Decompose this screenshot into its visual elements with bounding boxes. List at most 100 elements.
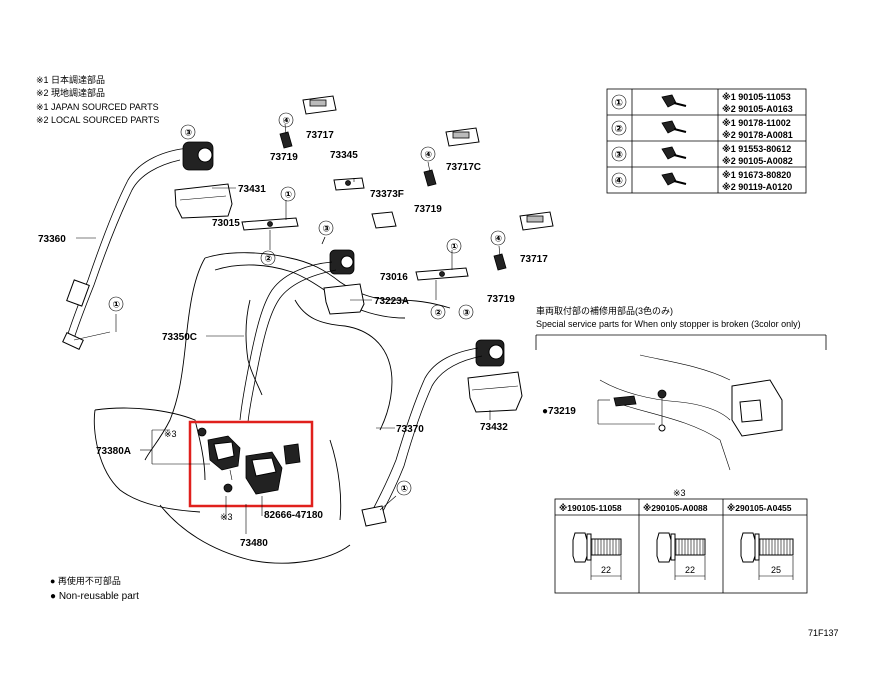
- figure-id: 71F137: [808, 628, 839, 638]
- callout-number: ①: [401, 484, 409, 494]
- clip-73719-c: [493, 245, 507, 271]
- legend-en: ● Non-reusable part: [50, 591, 139, 602]
- cover-73432: [467, 371, 523, 413]
- note-en2: ※2 LOCAL SOURCED PARTS: [36, 115, 159, 125]
- seat-belt-73370: [361, 339, 505, 527]
- fastener-key-circle: [611, 94, 627, 110]
- fastener-key-circle: [611, 172, 627, 188]
- part-label-73345: 73345: [330, 150, 358, 161]
- part-label-73717c: 73717C: [446, 162, 481, 173]
- button-73717-b: [519, 211, 554, 231]
- part-label-73431: 73431: [238, 184, 266, 195]
- bolt-shank-icon: [673, 128, 687, 133]
- part-label-73380a: 73380A: [96, 446, 131, 457]
- callout-circle: [180, 124, 196, 140]
- bolt-head-icon: [656, 532, 672, 563]
- part-label-73717a: 73717: [306, 130, 334, 141]
- callout-circle: [108, 296, 124, 312]
- fastener-pn-2: ※2 90178-A0081: [722, 130, 793, 140]
- callout-x3: ※3: [220, 512, 233, 522]
- callout-number: ④: [425, 150, 433, 160]
- part-label-73219: ●73219: [542, 406, 576, 417]
- pad-73373f: [371, 211, 397, 229]
- note-jp2: ※2 現地調達部品: [36, 87, 105, 98]
- fastener-pn-1: ※1 91673-80820: [722, 170, 791, 180]
- bolt-icon: [661, 146, 677, 160]
- callout-circle: [280, 186, 296, 202]
- fastener-pn-2: ※2 90105-A0163: [722, 104, 793, 114]
- part-label-73015: 73015: [212, 218, 240, 229]
- callout-circle: [446, 238, 462, 254]
- part-label-73717b: 73717: [520, 254, 548, 265]
- callout-number: ②: [265, 254, 273, 264]
- part-label-73480: 73480: [240, 538, 268, 549]
- part-label-73373f: 73373F: [370, 189, 404, 200]
- callout-circle: [318, 220, 334, 236]
- bolt-thread-icon: [758, 538, 794, 556]
- bolt-table-header: ※3: [673, 488, 686, 498]
- bolt-flange-icon: [670, 533, 676, 561]
- callout: ①: [280, 186, 296, 202]
- callout: ①: [446, 238, 462, 254]
- part-label-73016: 73016: [380, 272, 408, 283]
- bolt-table: ※3※190105-1105822※290105-A008822※290105-…: [554, 488, 808, 594]
- bolt-thread-icon: [590, 538, 622, 556]
- part-labels: 73360 73431 73719 73717 73345 73015 73717C 7371…: [38, 130, 576, 549]
- callout: ④: [278, 112, 294, 128]
- fastener-row: ④ ※1 91673-80820 ※2 90119-A0120: [611, 170, 792, 192]
- bolt-flange-icon: [586, 533, 592, 561]
- callout-circle: [430, 304, 446, 320]
- bolt-flange-icon: [754, 533, 760, 561]
- plate-73016: [415, 250, 469, 300]
- fastener-key: ③: [615, 150, 623, 161]
- callout-number: ①: [451, 242, 459, 252]
- bolt-icon: [661, 172, 677, 186]
- callout: ④: [490, 230, 506, 246]
- callout: ②: [430, 304, 446, 320]
- bolt-part-number: ※190105-11058: [559, 503, 622, 513]
- callout: ③: [180, 124, 196, 140]
- seat-belt-73350c: [239, 236, 355, 423]
- bolt-length: 25: [771, 565, 781, 575]
- callout: ②: [260, 250, 276, 266]
- fastener-key: ①: [615, 98, 623, 109]
- vehicle-body-outline: [93, 252, 451, 564]
- fastener-pn-2: ※2 90105-A0082: [722, 156, 793, 166]
- bolt-icon: [661, 94, 677, 108]
- legend-jp: ● 再使用不可部品: [50, 575, 121, 586]
- part-label-73719b: 73719: [414, 204, 442, 215]
- bolt-head-icon: [572, 532, 588, 563]
- legend: ● 再使用不可部品 ● Non-reusable part: [50, 575, 139, 602]
- callout-number: ④: [495, 234, 503, 244]
- part-label-73360: 73360: [38, 234, 66, 245]
- callout-circle: [490, 230, 506, 246]
- clip-73719-b: [423, 161, 437, 187]
- fastener-key-circle: [611, 146, 627, 162]
- fastener-pn-2: ※2 90119-A0120: [722, 182, 792, 192]
- plate-73015: [241, 200, 299, 250]
- callout-number: ③: [463, 308, 471, 318]
- special-title-jp: 車両取付部の補修用部品(3色のみ): [536, 305, 673, 316]
- fastener-key: ④: [615, 176, 623, 187]
- callout: ③: [318, 220, 334, 236]
- callout: ①: [396, 480, 412, 496]
- part-label-73370: 73370: [396, 424, 424, 435]
- callout-circle: [420, 146, 436, 162]
- callout: ④: [420, 146, 436, 162]
- bolt-part-number: ※290105-A0088: [643, 503, 708, 513]
- bolt-part-number: ※290105-A0455: [727, 503, 792, 513]
- fastener-row: ③※1 91553-80612※2 90105-A0082: [611, 144, 793, 166]
- buckle-assembly-73380a-73480: [188, 420, 314, 508]
- fastener-row: ②※1 90178-11002※2 90178-A0081: [611, 118, 793, 140]
- cover-73431: [174, 183, 233, 219]
- fastener-pn-1: ※1 90178-11002: [722, 118, 791, 128]
- callout-circle: [278, 112, 294, 128]
- note-en1: ※1 JAPAN SOURCED PARTS: [36, 102, 159, 112]
- callout: ③: [458, 304, 474, 320]
- bolt-shank-icon: [673, 102, 687, 107]
- fastener-pn-1: ※1 90105-11053: [722, 92, 791, 102]
